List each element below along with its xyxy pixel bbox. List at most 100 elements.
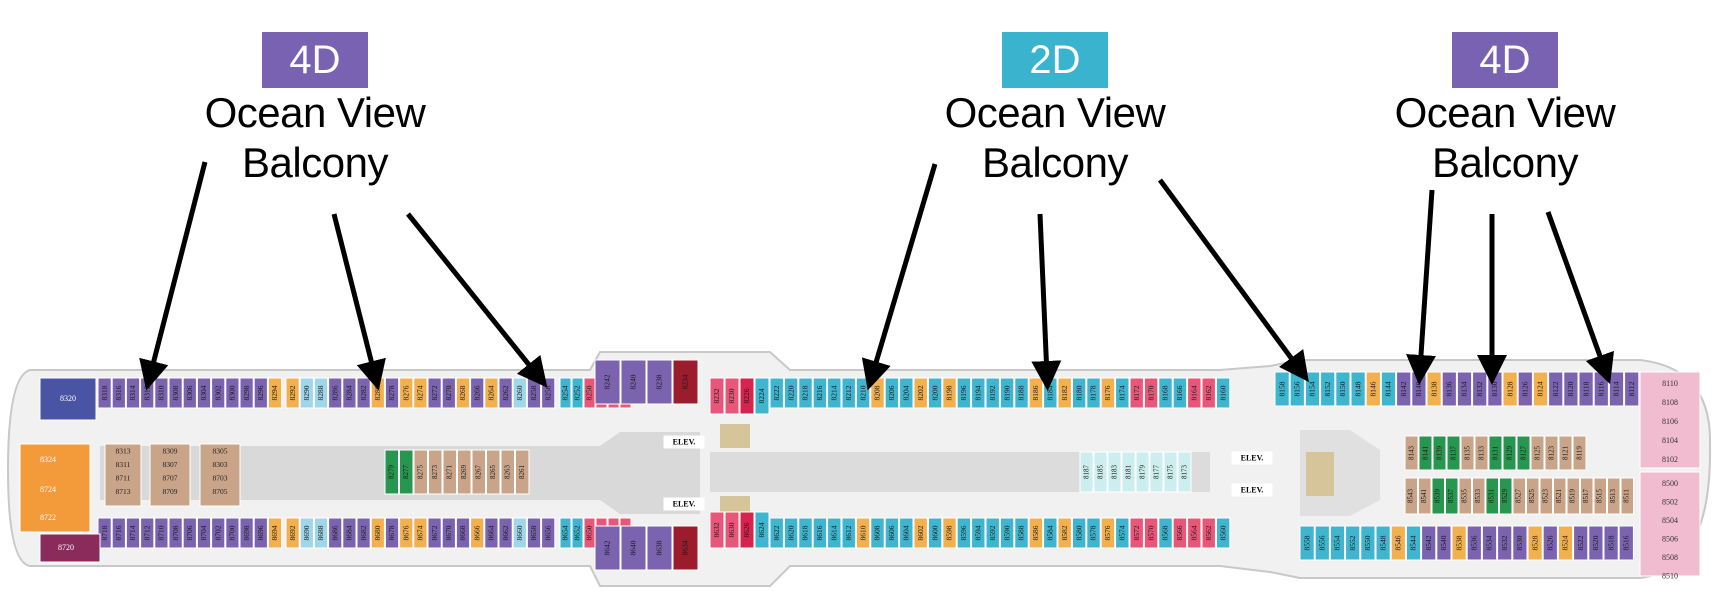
cabin-8242[interactable] (594, 359, 621, 405)
cabin-8521[interactable] (1553, 477, 1567, 515)
cabin-8178[interactable] (1086, 377, 1101, 409)
cabin-8678[interactable] (384, 517, 400, 549)
cabin-8562[interactable] (1201, 517, 1216, 549)
cabin-8580[interactable] (1071, 517, 1087, 549)
cabin-8608[interactable] (870, 517, 885, 549)
cabin-8179[interactable] (1135, 451, 1150, 493)
cabin-8660[interactable] (512, 517, 527, 549)
cabin-8596[interactable] (956, 517, 972, 549)
cabin-8173[interactable] (1177, 451, 1192, 493)
cabin-8716[interactable] (111, 517, 126, 549)
cabin-8700[interactable] (225, 517, 240, 549)
cabin-8292[interactable] (285, 377, 300, 409)
cabin-8150[interactable] (1335, 371, 1351, 407)
cabin-8520[interactable] (1588, 525, 1604, 561)
cabin-8513[interactable] (1607, 477, 1621, 515)
cabin-8190[interactable] (999, 377, 1015, 409)
cabin-8594[interactable] (971, 517, 986, 549)
cabin-8523[interactable] (1539, 477, 1553, 515)
cabin-8638[interactable] (646, 525, 673, 571)
elevator-aft-bottom[interactable] (663, 497, 705, 511)
cabin-8240[interactable] (620, 359, 647, 405)
cabin-8263[interactable] (500, 449, 515, 495)
cabin-8542[interactable] (1421, 525, 1437, 561)
cabin-8632[interactable] (709, 511, 725, 549)
cabin-8154[interactable] (1304, 371, 1321, 407)
cabin-8170[interactable] (1143, 377, 1159, 409)
cabin-8540[interactable] (1436, 525, 1452, 561)
cabin-8298[interactable] (239, 377, 254, 409)
elevator-aft-top[interactable] (663, 435, 705, 449)
cabin-8532[interactable] (1497, 525, 1513, 561)
cabin-8515[interactable] (1593, 477, 1607, 515)
cabin-8622[interactable] (769, 517, 784, 549)
cabin-8554[interactable] (1329, 525, 1346, 561)
aft-inner-left[interactable] (104, 443, 142, 507)
cabin-8182[interactable] (1057, 377, 1072, 409)
cabin-8278[interactable] (384, 377, 400, 409)
cabin-8152[interactable] (1320, 371, 1336, 407)
cabin-8218[interactable] (798, 377, 813, 409)
cabin-8267[interactable] (471, 449, 486, 495)
cabin-8612[interactable] (841, 517, 856, 549)
cabin-8252[interactable] (571, 377, 584, 409)
cabin-8164[interactable] (1187, 377, 1202, 409)
cabin-8614[interactable] (827, 517, 842, 549)
cabin-8232[interactable] (709, 377, 725, 415)
cabin-8710[interactable] (154, 517, 169, 549)
cabin-8123[interactable] (1544, 435, 1559, 471)
cabin-8616[interactable] (812, 517, 828, 549)
cabin-8634[interactable] (672, 525, 699, 571)
cabin-8143[interactable] (1404, 435, 1419, 471)
cabin-8588[interactable] (1014, 517, 1029, 549)
cabin-8642[interactable] (594, 525, 621, 571)
cabin-8576[interactable] (1100, 517, 1116, 549)
aft-inner-mid[interactable] (149, 443, 191, 507)
cabin-8202[interactable] (913, 377, 928, 409)
cabin-8522[interactable] (1573, 525, 1589, 561)
cabin-8268[interactable] (455, 377, 471, 409)
cabin-8175[interactable] (1163, 451, 1178, 493)
cabin-8684[interactable] (342, 517, 357, 549)
cabin-8558[interactable] (1299, 525, 1315, 561)
cabin-8556[interactable] (1314, 525, 1330, 561)
cabin-8308[interactable] (168, 377, 183, 409)
cabin-8662[interactable] (498, 517, 513, 549)
cabin-8188[interactable] (1014, 377, 1029, 409)
cabin-8286[interactable] (328, 377, 343, 409)
cabin-8264[interactable] (484, 377, 499, 409)
cabin-8230[interactable] (724, 377, 740, 415)
cabin-8524[interactable] (1557, 525, 1574, 561)
cabin-8624[interactable] (754, 511, 770, 549)
cabin-8222[interactable] (769, 377, 784, 409)
cabin-8529[interactable] (1499, 477, 1513, 515)
cabin-8272[interactable] (427, 377, 442, 409)
cabin-8212[interactable] (841, 377, 856, 409)
cabin-8530[interactable] (1512, 525, 1528, 561)
cabin-8539[interactable] (1431, 477, 1445, 515)
cabin-8214[interactable] (827, 377, 842, 409)
cabin-8714[interactable] (125, 517, 141, 549)
cabin-8696[interactable] (253, 517, 268, 549)
elevator-fwd-bottom[interactable] (1231, 483, 1273, 497)
cabin-8658[interactable] (526, 517, 542, 549)
cabin-8527[interactable] (1512, 477, 1526, 515)
cabin-8166[interactable] (1172, 377, 1188, 409)
cabin-8146[interactable] (1365, 371, 1381, 407)
cabin-8517[interactable] (1580, 477, 1594, 515)
cabin-8204[interactable] (899, 377, 914, 409)
cabin-8718[interactable] (97, 517, 112, 549)
cabin-8141[interactable] (1418, 435, 1433, 471)
cabin-8192[interactable] (985, 377, 1000, 409)
cabin-8254[interactable] (559, 377, 572, 409)
cabin-8139[interactable] (1432, 435, 1447, 471)
cabin-8528[interactable] (1527, 525, 1543, 561)
cabin-8654[interactable] (559, 517, 572, 549)
elevator-fwd-top[interactable] (1231, 451, 1273, 465)
cabin-8656[interactable] (541, 517, 556, 549)
cabin-8626[interactable] (739, 511, 755, 549)
cabin-8261[interactable] (515, 449, 530, 495)
suite-8720[interactable] (39, 533, 101, 563)
cabin-8148[interactable] (1350, 371, 1366, 407)
cabin-8294[interactable] (267, 377, 283, 409)
